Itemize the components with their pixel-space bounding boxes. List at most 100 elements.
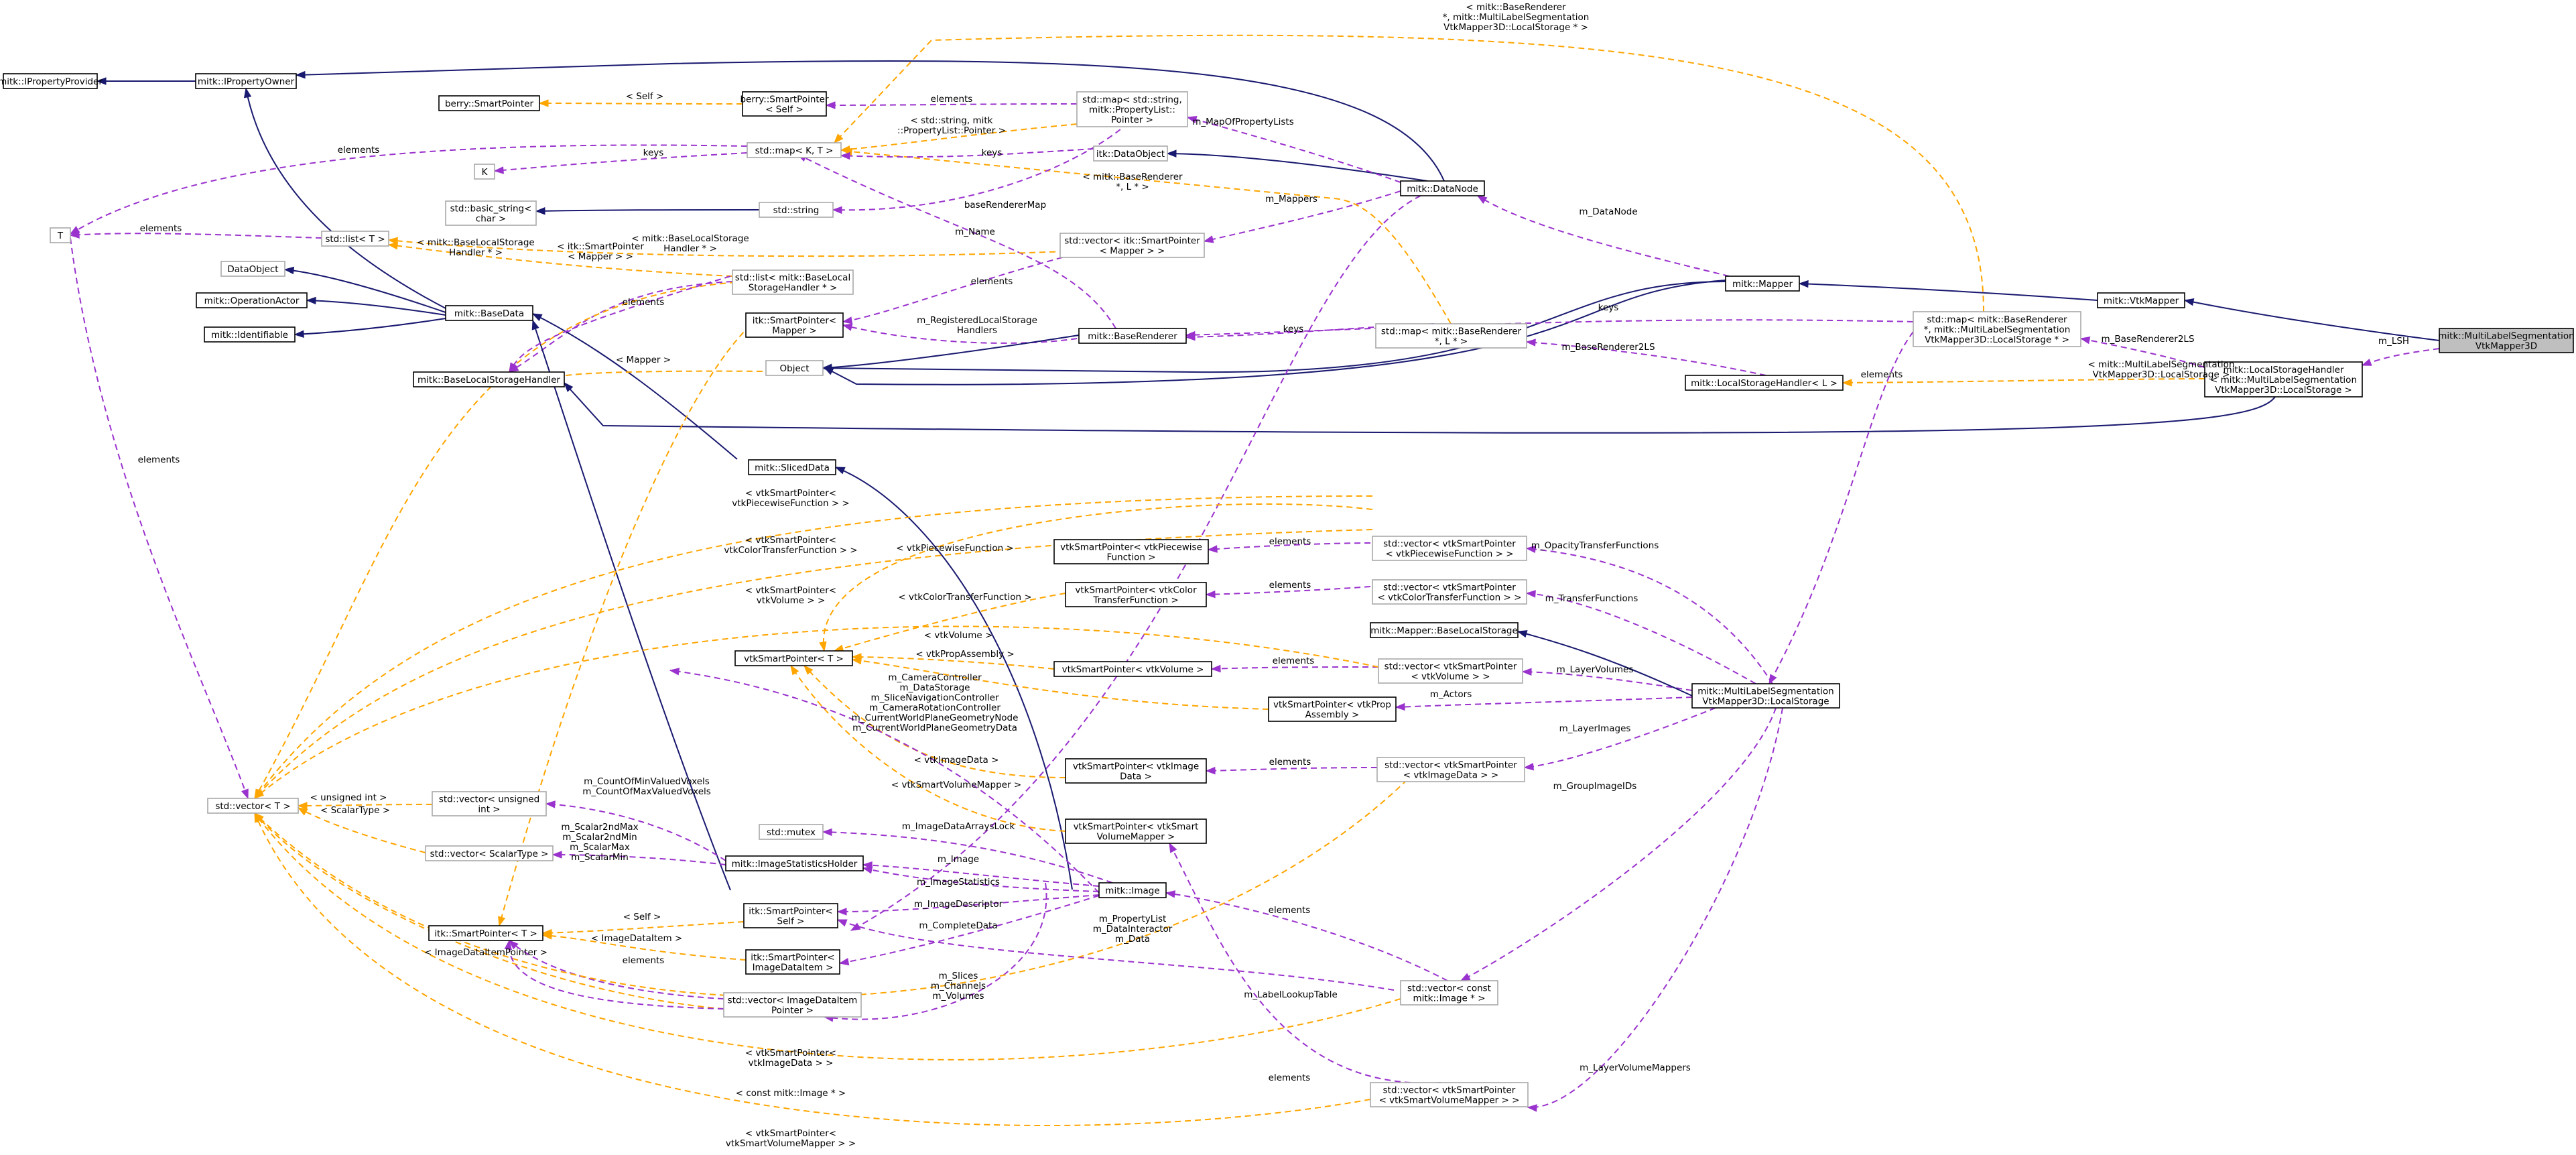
class-node-vec-mapper[interactable]: std::vector< itk::SmartPointer< Mapper >… <box>1059 233 1205 258</box>
arrowhead <box>2079 337 2091 345</box>
template-edge <box>834 34 1984 312</box>
edge-label: < ImageDataItemPointer > <box>424 947 548 958</box>
node-box <box>1372 536 1527 561</box>
class-node-blsh[interactable]: mitk::BaseLocalStorageHandler <box>413 371 565 387</box>
class-node-ipropowner[interactable]: mitk::IPropertyOwner <box>195 73 297 89</box>
edge-label: < itk::SmartPointer< Mapper > > <box>557 241 644 262</box>
edge-label: < vtkSmartPointer<vtkColorTransferFuncti… <box>724 535 857 556</box>
template-edge <box>254 281 747 799</box>
class-node-vsp-t[interactable]: vtkSmartPointer< T > <box>734 650 853 666</box>
class-node-vec-svm[interactable]: std::vector< vtkSmartPointer< vtkSmartVo… <box>1370 1082 1529 1107</box>
usage-edge <box>837 919 1395 991</box>
class-node-berry-sp-self[interactable]: berry::SmartPointer< Self > <box>740 91 829 117</box>
class-node-mapper[interactable]: mitk::Mapper <box>1725 276 1800 292</box>
class-node-sliceddata[interactable]: mitk::SlicedData <box>748 459 836 475</box>
class-node-image[interactable]: mitk::Image <box>1098 882 1167 898</box>
edge-label: < mitk::BaseRenderer*, L * > <box>1082 172 1183 192</box>
arrowhead <box>509 362 517 373</box>
class-node-vec-pwf[interactable]: std::vector< vtkSmartPointer< vtkPiecewi… <box>1372 536 1527 561</box>
arrowhead <box>96 77 107 85</box>
class-node-ish[interactable]: mitk::ImageStatisticsHolder <box>725 855 864 871</box>
class-node-vsp-volume[interactable]: vtkSmartPointer< vtkVolume > <box>1053 661 1212 677</box>
template-edge <box>840 123 1078 151</box>
class-node-identifiable[interactable]: mitk::Identifiable <box>204 326 296 343</box>
class-node-object[interactable]: Object <box>765 360 824 376</box>
class-node-vec-scalar[interactable]: std::vector< ScalarType > <box>425 845 554 861</box>
edge-label: elements <box>623 955 665 966</box>
arrowhead <box>243 87 252 99</box>
class-node-dataobject[interactable]: itk::DataObject <box>1093 145 1168 162</box>
class-node-mapper-bls[interactable]: mitk::Mapper::BaseLocalStorage <box>1370 622 1519 638</box>
class-node-map-kt[interactable]: std::map< K, T > <box>747 142 842 158</box>
edge-label: m_BaseRenderer2LS <box>1561 342 1655 353</box>
class-node-berry-sp[interactable]: berry::SmartPointer <box>438 95 540 111</box>
edge-label: m_OpacityTransferFunctions <box>1531 540 1659 551</box>
edge-label: < Self > <box>623 912 661 922</box>
class-node-k[interactable]: K <box>474 164 495 180</box>
arrowhead <box>1525 590 1536 598</box>
edge-label: m_GroupImageIDs <box>1553 781 1637 792</box>
edge-label: < ScalarType > <box>320 805 390 816</box>
arrowhead <box>1205 590 1216 599</box>
inheritance-edge <box>284 269 446 313</box>
arrowhead <box>531 319 539 330</box>
class-node-vec-ctf[interactable]: std::vector< vtkSmartPointer< vtkColorTr… <box>1372 579 1527 605</box>
class-node-itk-sp-t[interactable]: itk::SmartPointer< T > <box>428 925 543 941</box>
class-node-lsh-l[interactable]: mitk::LocalStorageHandler< L > <box>1685 375 1844 391</box>
class-node-opactor[interactable]: mitk::OperationActor <box>196 292 308 308</box>
class-node-itk-sp-idi[interactable]: itk::SmartPointer<ImageDataItem > <box>745 949 840 975</box>
node-box <box>759 824 824 840</box>
template-edge <box>790 665 1066 832</box>
usage-edge <box>494 152 748 172</box>
class-node-lsh-inst[interactable]: mitk::LocalStorageHandler< mitk::MultiLa… <box>2204 361 2363 398</box>
class-node-basedata[interactable]: mitk::BaseData <box>445 305 533 321</box>
class-node-itk-sp-self[interactable]: itk::SmartPointer<Self > <box>743 903 838 928</box>
node-label: vtkSmartPointer< vtkVolume > <box>1062 664 1204 675</box>
template-edge <box>803 665 1066 778</box>
class-node-list-t[interactable]: std::list< T > <box>321 231 389 247</box>
class-node-vec-volume[interactable]: std::vector< vtkSmartPointer< vtkVolume … <box>1378 658 1523 684</box>
class-node-dataobject2[interactable]: DataObject <box>220 261 285 277</box>
class-node-t[interactable]: T <box>50 227 71 243</box>
class-node-baserenderer[interactable]: mitk::BaseRenderer <box>1078 328 1187 344</box>
class-node-vec-imagedata[interactable]: std::vector< vtkSmartPointer< vtkImageDa… <box>1376 757 1525 782</box>
node-label: berry::SmartPointer< Self > <box>740 95 829 115</box>
node-label: K <box>482 167 489 178</box>
class-node-std-string[interactable]: std::string <box>759 202 834 218</box>
class-node-itk-sp-mapper[interactable]: itk::SmartPointer<Mapper > <box>745 312 844 338</box>
node-label: mitk::IPropertyOwner <box>198 76 295 87</box>
usage-edge <box>824 882 1047 1020</box>
class-node-map-br-ls[interactable]: std::map< mitk::BaseRenderer*, mitk::Mul… <box>1913 311 2081 347</box>
class-node-vec-t[interactable]: std::vector< T > <box>207 798 299 814</box>
edge-label: m_LayerVolumes <box>1557 664 1634 675</box>
class-node-datanode[interactable]: mitk::DataNode <box>1400 180 1485 196</box>
arrowhead <box>2361 358 2372 366</box>
class-node-basic-string[interactable]: std::basic_string<char > <box>445 200 537 226</box>
class-node-vtkmapper[interactable]: mitk::VtkMapper <box>2097 292 2185 308</box>
class-node-map-br-l[interactable]: std::map< mitk::BaseRenderer*, L * > <box>1375 323 1527 349</box>
usage-edge <box>1524 707 1716 768</box>
template-edge <box>539 103 743 105</box>
class-node-map-str-pl[interactable]: std::map< std::string,mitk::PropertyList… <box>1076 91 1188 127</box>
usage-edge <box>1208 542 1371 550</box>
arrowhead <box>69 231 80 239</box>
edge-label: m_ImageDescriptor <box>914 899 1003 910</box>
usage-edge <box>840 148 1094 158</box>
class-node-mutex[interactable]: std::mutex <box>759 824 824 840</box>
class-node-ipropprov[interactable]: mitk::IPropertyProvider <box>0 73 103 89</box>
node-box <box>207 798 299 814</box>
